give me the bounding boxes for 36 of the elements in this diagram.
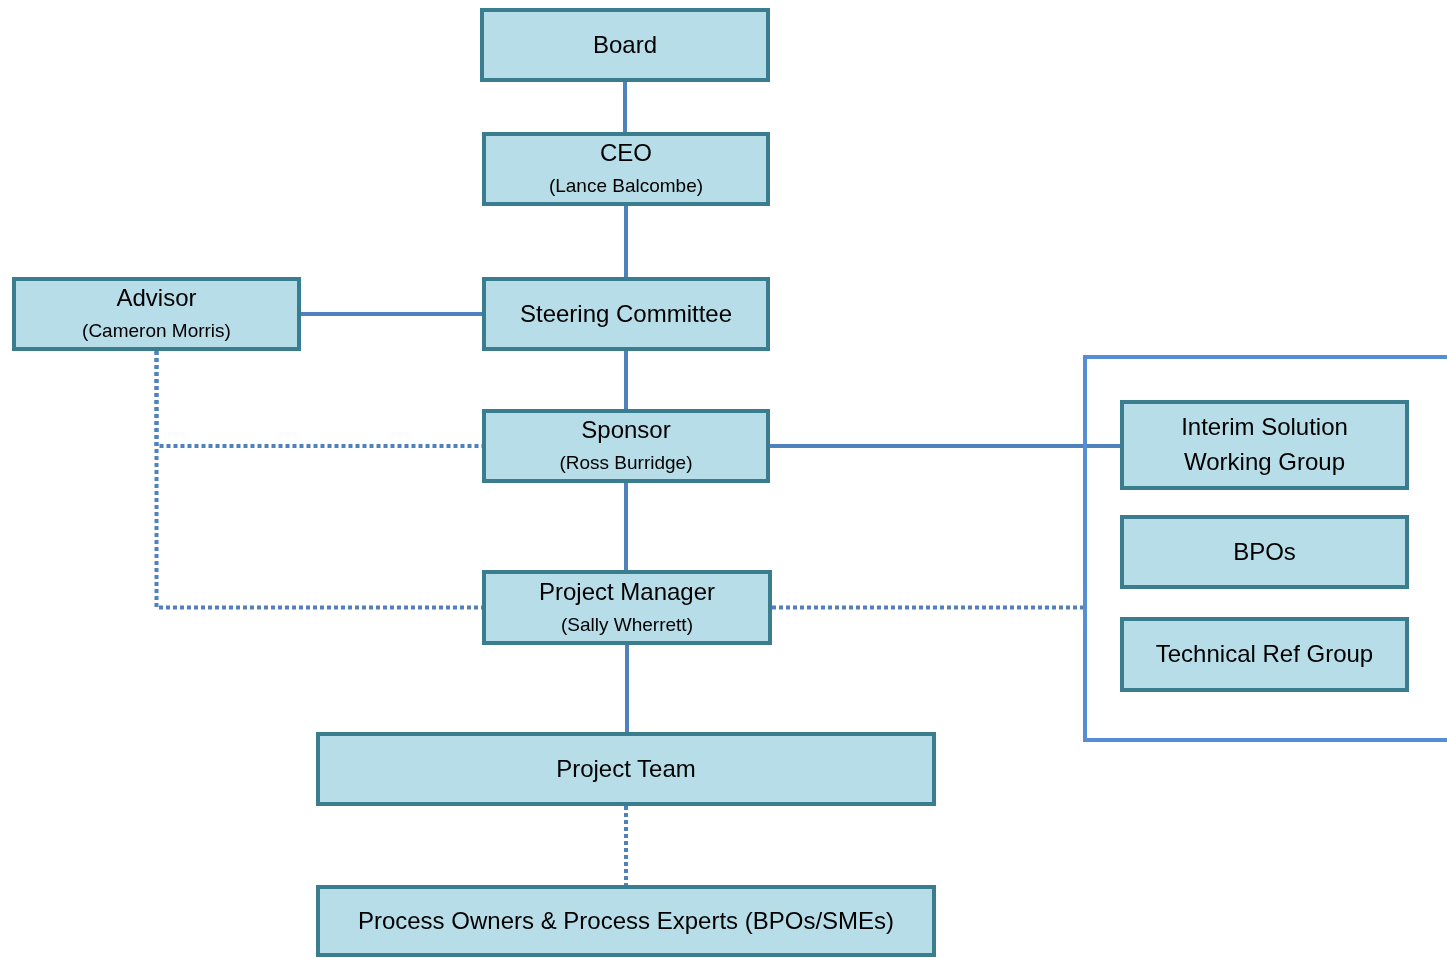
connector-line [770, 444, 1120, 448]
org-box [482, 409, 770, 483]
box-title: Advisor [116, 283, 197, 314]
dotted-connector [772, 605, 1083, 610]
connector-line [625, 645, 629, 732]
org-box [480, 8, 770, 82]
box-title: Project Team [556, 753, 696, 784]
box-subtitle: (Lance Balcombe) [548, 174, 704, 199]
org-box [1120, 515, 1409, 589]
org-box [12, 277, 301, 351]
box-title: BPOs [1233, 536, 1296, 567]
box-subtitle: (Sally Wherrett) [561, 612, 693, 637]
box-title: Process Owners & Process Experts (BPOs/SMEs) [357, 905, 895, 936]
connector-line [623, 82, 627, 132]
connector-line [624, 206, 628, 277]
box-subtitle: (Cameron Morris) [82, 319, 231, 344]
connector-line [624, 483, 628, 570]
box-subtitle: (Ross Burridge) [559, 451, 693, 476]
org-box [482, 570, 772, 645]
box-title: Project Manager [538, 576, 716, 607]
box-title: Steering Committee [519, 298, 733, 329]
org-box [482, 277, 770, 351]
org-box [1120, 617, 1409, 692]
connector-line [301, 312, 482, 316]
box-title: Technical Ref Group [1155, 639, 1374, 670]
dotted-connector [624, 806, 628, 885]
org-box [482, 132, 770, 206]
connector-line [624, 351, 628, 409]
box-title: CEO [600, 138, 652, 169]
box-title: Interim Solution Working Group [1180, 412, 1349, 477]
org-box [1120, 400, 1409, 490]
org-box [316, 732, 936, 806]
box-title: Board [592, 29, 657, 60]
box-title: Sponsor [581, 415, 671, 446]
group-frame [1083, 355, 1447, 742]
org-box [316, 885, 936, 957]
